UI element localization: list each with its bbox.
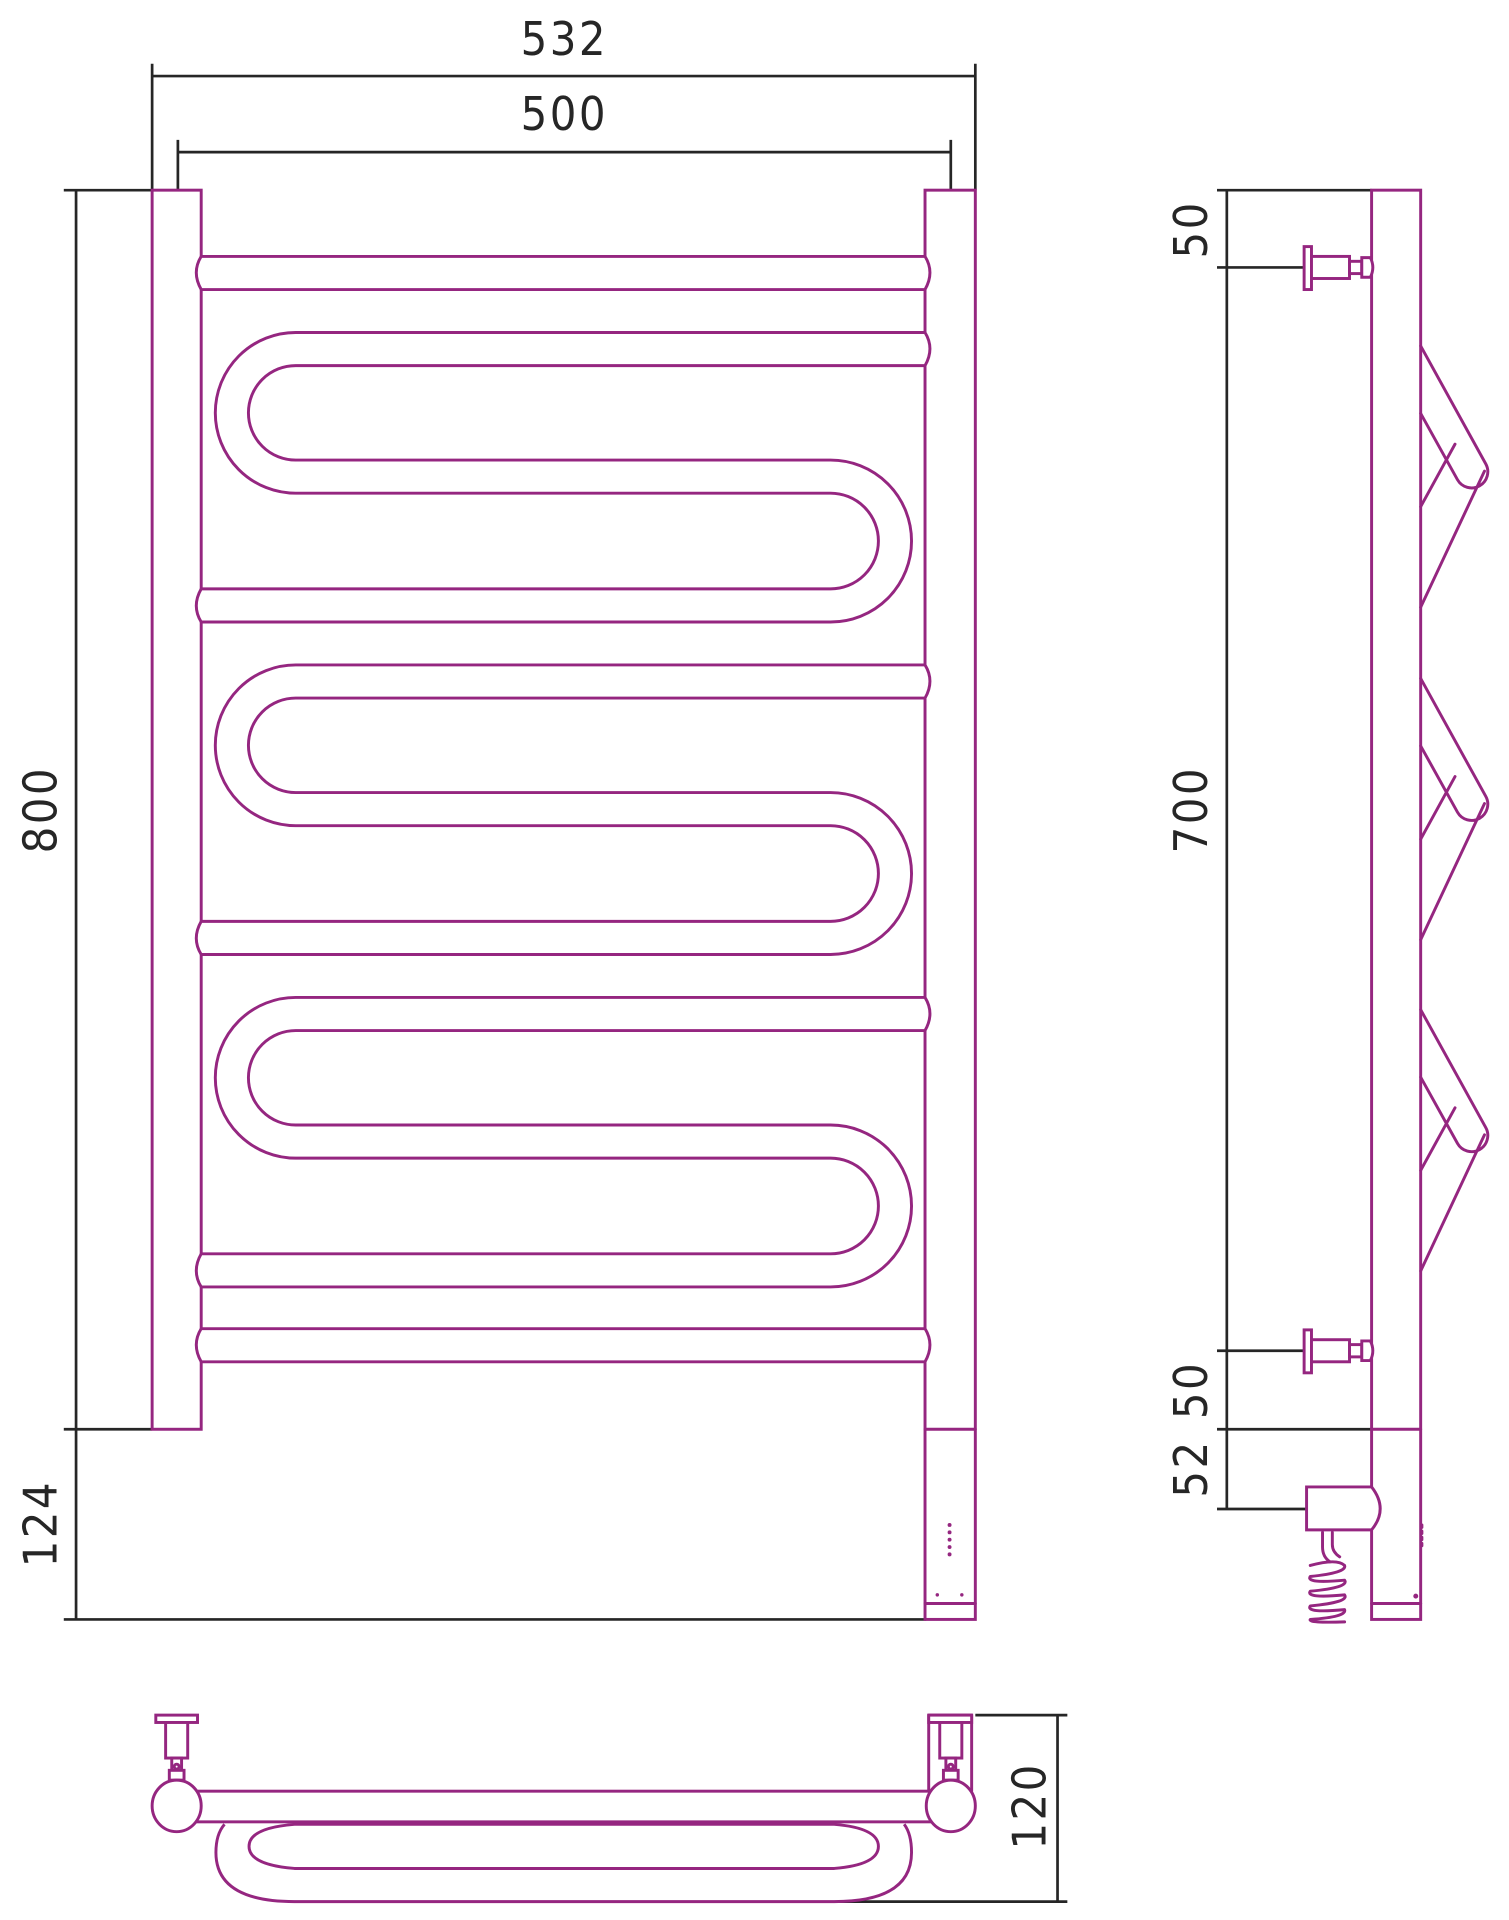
front-view: 532 500 800 124 <box>13 12 977 1621</box>
side-chevron-2 <box>1419 676 1490 942</box>
dimension-label-bottom-50: 50 <box>1164 1361 1218 1419</box>
dimension-800: 800 124 <box>13 188 927 1621</box>
side-chevron-1 <box>1419 344 1490 609</box>
serpentine-loop-2 <box>194 663 932 956</box>
wall-bracket-2 <box>1302 1328 1375 1375</box>
bottom-bar <box>194 1327 932 1364</box>
heating-element <box>1305 1485 1382 1624</box>
side-dimensions: 50 700 50 52 <box>1164 188 1372 1511</box>
right-post <box>923 188 977 1621</box>
top-bar <box>194 254 932 292</box>
dimension-120: 120 <box>834 1713 1068 1903</box>
top-view-right-bracket <box>924 1713 977 1834</box>
wall-bracket-1 <box>1302 245 1375 292</box>
serpentine-loop-3 <box>194 995 932 1289</box>
side-view: 50 700 50 52 <box>1164 188 1490 1624</box>
top-view-bar <box>175 1789 953 1824</box>
dimension-500: 500 <box>176 87 953 191</box>
left-post <box>150 188 203 1431</box>
dimension-label-532: 532 <box>521 12 608 66</box>
serpentine-loop-1 <box>194 331 932 624</box>
top-view-inner-loop <box>247 1822 880 1870</box>
dimension-label-500: 500 <box>521 87 608 141</box>
dimension-label-700: 700 <box>1164 766 1218 853</box>
side-chevron-3 <box>1419 1008 1490 1273</box>
top-view-left-bracket <box>150 1713 203 1834</box>
dimension-label-800: 800 <box>13 766 67 853</box>
dimension-label-52: 52 <box>1164 1439 1218 1497</box>
dimension-label-top-50: 50 <box>1164 200 1218 258</box>
dimension-label-120: 120 <box>1002 1762 1056 1849</box>
dimension-532: 532 <box>150 12 977 191</box>
dimension-label-124: 124 <box>13 1480 67 1567</box>
side-rail <box>1370 188 1424 1621</box>
top-view: 120 <box>150 1713 1068 1904</box>
